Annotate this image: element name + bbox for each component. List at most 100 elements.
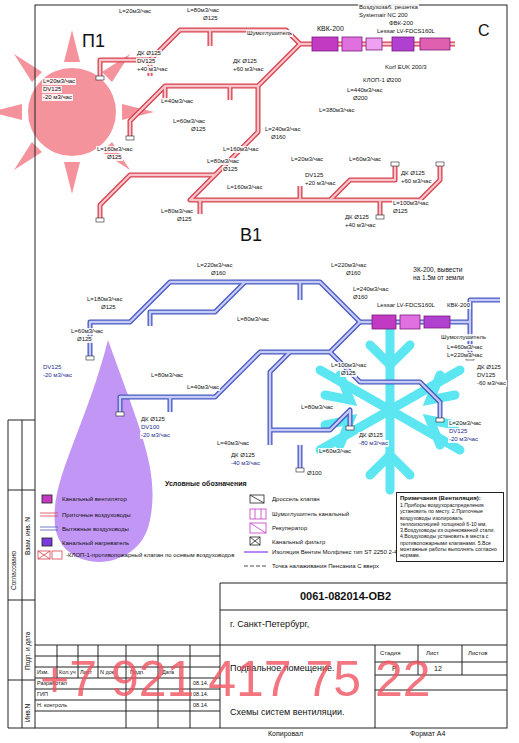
label-text: -60 м3/час <box>476 380 507 387</box>
label-text: L=220м3/час <box>196 262 233 269</box>
legend-text: Вытяжные воздуховоды <box>62 526 129 533</box>
label-text: Lessar LV-FDCS160L <box>376 28 436 35</box>
label-text: L=240м3/час <box>264 126 301 133</box>
label-text: КЛОП-1 Ø200 <box>362 77 402 84</box>
label-text: L=80м3/час <box>150 372 184 379</box>
label-text: DV125 <box>448 428 468 435</box>
label-text: Ø125 <box>106 154 123 161</box>
label-text: ДК Ø125 <box>358 432 384 439</box>
legend-text: Канальный нагреватель <box>62 540 129 547</box>
label-text: DV125 <box>136 58 156 65</box>
label-text: -80 м3/час <box>358 440 389 447</box>
label-text: на 1.5м от земли <box>412 274 465 281</box>
label-text: L=460м3/час <box>446 344 483 351</box>
label-text: +60 м3/час <box>400 178 432 185</box>
label-text: Ø160 <box>210 270 227 277</box>
label-text: Ø125 <box>202 15 219 22</box>
label-text: DV125 <box>42 364 62 371</box>
label-text: L=100м3/час <box>330 362 367 369</box>
label-text: Lessar LV-FDCS160L <box>376 302 436 309</box>
label-text: L=20м3/час <box>118 8 152 15</box>
label-text: Ø125 <box>176 216 193 223</box>
label-text: ФВК-200 <box>388 20 414 27</box>
label-text: ДК Ø125 <box>476 364 502 371</box>
label-text: L=220м3/час <box>330 262 367 269</box>
label-text: L=220м3/час <box>446 352 483 359</box>
label-text: ДК Ø125 <box>344 214 370 221</box>
label-text: Копировал <box>268 730 303 738</box>
label-text: Подп. и дата <box>24 632 31 670</box>
label-text: L=80м3/час <box>300 404 334 411</box>
label-text: Воздухозаб. решетка <box>358 4 419 11</box>
label-text: Ø125 <box>100 304 117 311</box>
label-text: L=60м3/час <box>348 156 382 163</box>
notes-heading: Примечания (Вентиляция): <box>400 495 500 502</box>
legend-text: -КЛОП-1-противопожарный клапан по осевым… <box>66 552 234 559</box>
label-text: L=40м3/час <box>186 384 220 391</box>
label-text: L=80м3/час <box>160 208 194 215</box>
label-text: +7 921 417 75 22 <box>40 652 431 707</box>
label-text: +40 м3/час <box>344 222 376 229</box>
label-text: Условные обозначения <box>165 480 247 488</box>
label-text: L=60м3/час <box>172 118 206 125</box>
label-text: Взам. инв. N <box>24 517 31 555</box>
legend-text: Канальный вентилятор <box>62 496 127 503</box>
label-text: L=80м3/час <box>186 7 220 14</box>
label-text: L=80м3/час <box>206 158 240 165</box>
notes-box: Примечания (Вентиляция):1.Приборы воздух… <box>396 492 504 562</box>
label-text: L=40м3/час <box>216 440 250 447</box>
label-text: +60 м3/час <box>232 66 264 73</box>
label-text: +40 м3/час <box>136 66 168 73</box>
label-text: -40 м3/час <box>230 460 261 467</box>
label-text: DV125 <box>42 86 62 93</box>
label-text: Листов <box>468 650 488 657</box>
label-text: L=100м3/час <box>392 200 429 207</box>
label-text: Согласовано <box>10 551 17 590</box>
label-text: +20 м3/час <box>304 180 336 187</box>
label-text: ДК Ø125 <box>232 58 258 65</box>
label-text: L=440м3/час <box>346 87 383 94</box>
label-text: DV125 <box>476 372 496 379</box>
label-text: Ø125 <box>222 166 239 173</box>
label-text: L=20м3/час <box>448 420 482 427</box>
label-text: ЗК-200, вывести <box>412 266 463 273</box>
label-text: Шумоглушитель <box>246 30 293 37</box>
label-text: Ø125 <box>76 336 93 343</box>
label-text: L=40м3/час <box>160 98 194 105</box>
label-text: Шумоглушитель <box>440 334 487 341</box>
label-text: L=160м3/час <box>222 146 259 153</box>
label-text: КВК-200 <box>446 302 471 309</box>
label-text: Korf EUK 200/3 <box>384 64 428 71</box>
label-text: -20 м3/час <box>448 436 479 443</box>
label-text: -20 м3/час <box>42 94 73 101</box>
label-text: КВК-200 <box>316 25 345 33</box>
label-text: L=60м3/час <box>318 448 352 455</box>
label-text: г. Санкт-Петербург, <box>230 620 309 630</box>
label-text: Ø160 <box>270 134 287 141</box>
legend-text: Точка налаживания Пенсаниа С вверх <box>272 563 379 570</box>
label-text: 12 <box>434 665 442 673</box>
label-text: L=20м3/час <box>42 78 76 85</box>
label-text: Ø200 <box>352 95 369 102</box>
legend-text: Шумоглушитель канальный <box>272 511 349 518</box>
label-text: С <box>478 22 490 40</box>
label-text: Systemair NC 200 <box>358 12 409 19</box>
label-text: L=20м3/час <box>290 156 324 163</box>
legend-text: Дроссель клапан <box>272 496 320 503</box>
label-text: Ø125 <box>392 208 409 215</box>
label-text: -20 м3/час <box>140 432 171 439</box>
notes-body: 1.Приборы воздухораспределения установит… <box>400 502 500 558</box>
label-text: 0061-082014-ОВ2 <box>300 590 391 602</box>
label-text: Ø160 <box>345 270 362 277</box>
label-text: П1 <box>82 32 105 52</box>
label-text: В1 <box>240 226 262 246</box>
label-text: L=380м3/час <box>318 107 355 114</box>
label-text: ДК Ø125 <box>400 170 426 177</box>
label-text: Схемы систем вентиляции. <box>230 708 344 718</box>
label-text: Формат А4 <box>410 730 445 738</box>
label-text: ДК Ø125 <box>140 416 166 423</box>
label-text: L=60м3/час <box>70 328 104 335</box>
label-text: L=180м3/час <box>86 296 123 303</box>
